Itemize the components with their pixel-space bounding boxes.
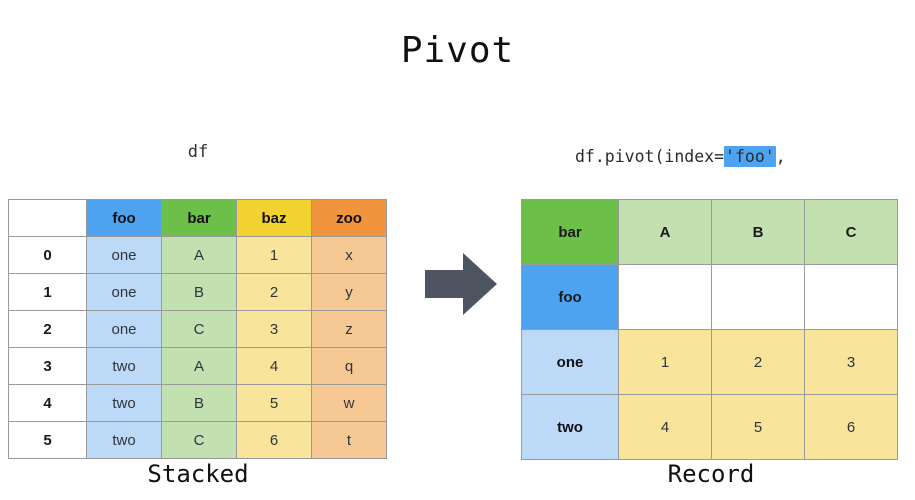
code-highlight-index: 'foo' [724, 146, 776, 167]
column-axis-row: bar A B C [521, 199, 898, 265]
row-index: 5 [8, 421, 87, 459]
column-header-b: B [711, 199, 805, 265]
cell-zoo: x [311, 236, 387, 274]
value-cell: 6 [804, 394, 898, 460]
table-row: one 1 2 3 [521, 329, 898, 395]
cell-zoo: w [311, 384, 387, 422]
record-pivot-table: bar A B C foo one 1 2 3 two 4 5 6 [521, 199, 898, 460]
blank-cell [711, 264, 805, 330]
stacked-dataframe-table: foo bar baz zoo 0 one A 1 x 1 one B 2 y … [8, 199, 387, 459]
code-text: df.pivot(index= [575, 147, 725, 166]
column-header-a: A [618, 199, 712, 265]
table-row: 2 one C 3 z [8, 310, 387, 348]
code-line-1: df.pivot(index='foo', [575, 146, 806, 167]
cell-bar: C [161, 310, 237, 348]
table-row: 1 one B 2 y [8, 273, 387, 311]
column-header-bar: bar [161, 199, 237, 237]
cell-foo: two [86, 347, 162, 385]
column-header-baz: baz [236, 199, 312, 237]
value-cell: 2 [711, 329, 805, 395]
row-index: two [521, 394, 619, 460]
table-row: 5 two C 6 t [8, 421, 387, 459]
cell-bar: C [161, 421, 237, 459]
cell-foo: one [86, 310, 162, 348]
dataframe-label: df [187, 142, 209, 162]
cell-bar: B [161, 273, 237, 311]
cell-baz: 4 [236, 347, 312, 385]
value-cell: 4 [618, 394, 712, 460]
value-cell: 3 [804, 329, 898, 395]
cell-baz: 6 [236, 421, 312, 459]
value-cell: 5 [711, 394, 805, 460]
record-caption: Record [667, 460, 755, 488]
row-index: 0 [8, 236, 87, 274]
column-axis-name: bar [521, 199, 619, 265]
cell-foo: two [86, 421, 162, 459]
page-title: Pivot [400, 30, 515, 71]
cell-zoo: z [311, 310, 387, 348]
row-index: 3 [8, 347, 87, 385]
cell-foo: one [86, 236, 162, 274]
column-header-zoo: zoo [311, 199, 387, 237]
row-index: 4 [8, 384, 87, 422]
blank-cell [804, 264, 898, 330]
stacked-caption: Stacked [147, 460, 249, 488]
cell-baz: 2 [236, 273, 312, 311]
table-header-row: foo bar baz zoo [8, 199, 387, 237]
value-cell: 1 [618, 329, 712, 395]
cell-bar: A [161, 236, 237, 274]
cell-bar: A [161, 347, 237, 385]
arrow-right-icon [425, 253, 497, 315]
blank-cell [618, 264, 712, 330]
column-header-foo: foo [86, 199, 162, 237]
table-row: 3 two A 4 q [8, 347, 387, 385]
code-text: , [775, 147, 786, 166]
cell-baz: 3 [236, 310, 312, 348]
row-index: 1 [8, 273, 87, 311]
cell-baz: 1 [236, 236, 312, 274]
table-row: 4 two B 5 w [8, 384, 387, 422]
column-header-c: C [804, 199, 898, 265]
cell-zoo: y [311, 273, 387, 311]
cell-foo: one [86, 273, 162, 311]
index-header-cell [8, 199, 87, 237]
cell-baz: 5 [236, 384, 312, 422]
table-row: two 4 5 6 [521, 394, 898, 460]
cell-foo: two [86, 384, 162, 422]
cell-zoo: t [311, 421, 387, 459]
table-row: 0 one A 1 x [8, 236, 387, 274]
index-axis-row: foo [521, 264, 898, 330]
row-index: one [521, 329, 619, 395]
row-index: 2 [8, 310, 87, 348]
cell-bar: B [161, 384, 237, 422]
index-axis-name: foo [521, 264, 619, 330]
cell-zoo: q [311, 347, 387, 385]
